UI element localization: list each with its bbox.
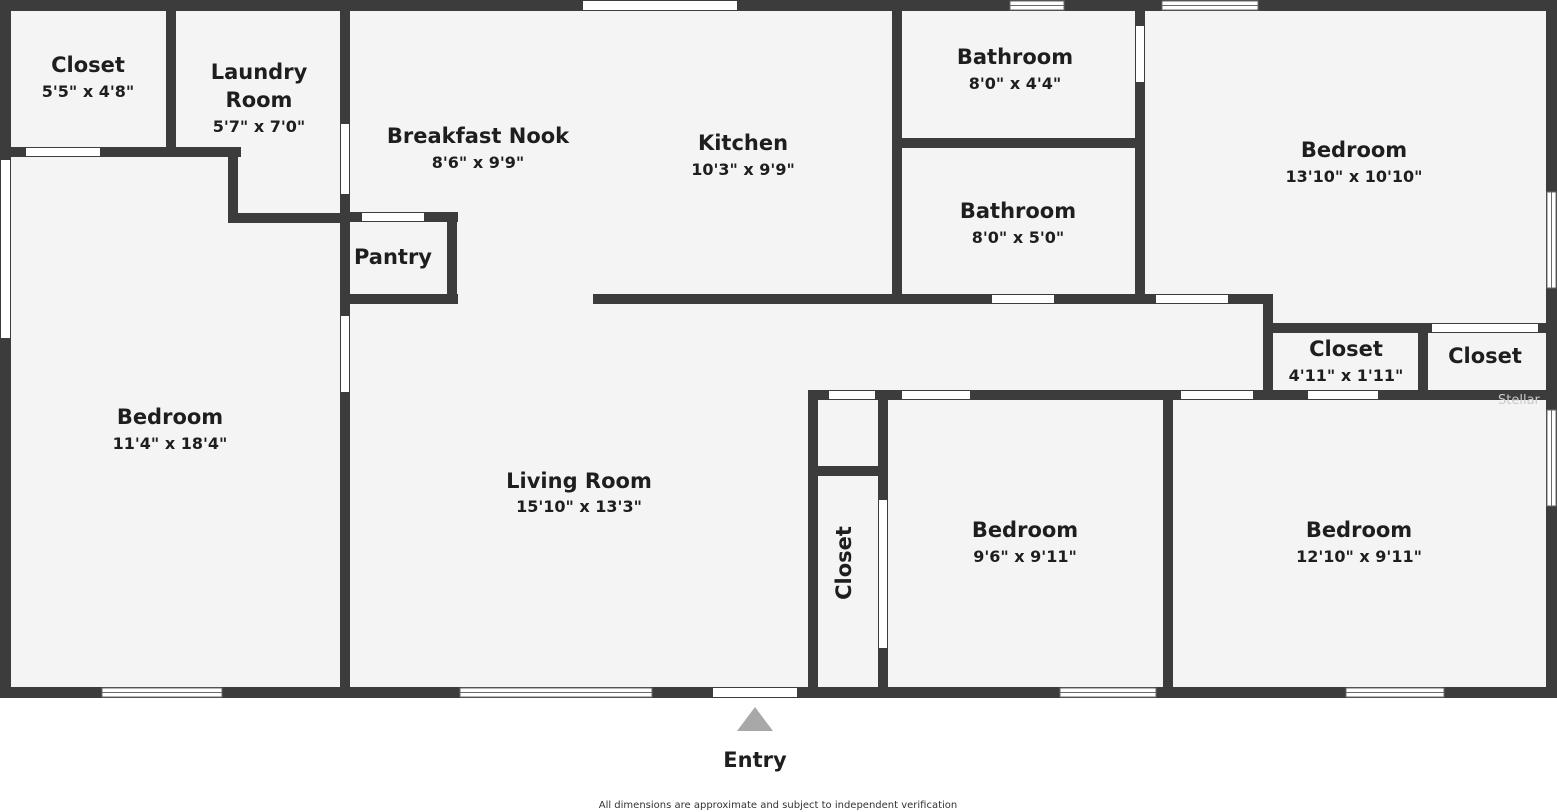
bathroom-lower-name: Bathroom xyxy=(960,199,1076,223)
wall-closet-laundry xyxy=(166,5,176,157)
wall-bath-bedroom xyxy=(1135,5,1145,304)
laundry-name-line1: Laundry xyxy=(211,60,308,84)
closet-top-left-name: Closet xyxy=(51,53,125,77)
wall-vert-closet-shelf xyxy=(808,466,888,476)
laundry-name-line2: Room xyxy=(226,88,293,112)
wall-bedrooms-divider xyxy=(1163,390,1173,693)
pantry-name: Pantry xyxy=(354,245,432,269)
door-opening xyxy=(583,1,737,10)
door-opening xyxy=(1,160,10,338)
closet-middle-name: Closet xyxy=(1309,337,1383,361)
bedroom-top-right-dims: 13'10" x 10'10" xyxy=(1286,167,1423,186)
door-opening xyxy=(341,124,349,194)
door-opening xyxy=(1432,324,1538,332)
door-opening xyxy=(341,316,349,392)
entry-door-opening xyxy=(713,688,797,697)
watermark: Stellar xyxy=(1498,393,1541,408)
exterior-wall-left xyxy=(0,0,11,698)
door-opening xyxy=(1136,26,1144,82)
floor-area xyxy=(5,5,1552,693)
exterior-wall-right xyxy=(1546,0,1557,698)
bedroom-top-right-name: Bedroom xyxy=(1301,138,1407,162)
door-opening xyxy=(1308,391,1378,399)
kitchen-dims: 10'3" x 9'9" xyxy=(691,160,795,179)
door-opening xyxy=(879,500,887,648)
breakfast-nook-name: Breakfast Nook xyxy=(387,124,570,148)
closet-top-left-dims: 5'5" x 4'8" xyxy=(42,82,134,101)
wall-closet-bottom xyxy=(5,147,241,157)
bedroom-middle-name: Bedroom xyxy=(972,518,1078,542)
bedroom-bottom-right-dims: 12'10" x 9'11" xyxy=(1296,547,1422,566)
wall-pantry-right xyxy=(447,212,457,304)
wall-pantry-bottom xyxy=(340,294,458,304)
living-room-name: Living Room xyxy=(506,469,652,493)
bathroom-top-dims: 8'0" x 4'4" xyxy=(969,74,1061,93)
wall-bath-divider xyxy=(892,138,1145,148)
exterior-wall-top xyxy=(0,0,1557,11)
bedroom-middle-dims: 9'6" x 9'11" xyxy=(973,547,1077,566)
room-labels: Closet 5'5" x 4'8" Laundry Room 5'7" x 7… xyxy=(42,45,1522,600)
living-room-dims: 15'10" x 13'3" xyxy=(516,497,642,516)
door-opening xyxy=(829,391,875,399)
breakfast-nook-dims: 8'6" x 9'9" xyxy=(432,153,524,172)
wall-lower-bedrooms-top xyxy=(808,390,1552,400)
kitchen-name: Kitchen xyxy=(698,131,788,155)
door-opening xyxy=(1156,295,1228,303)
closet-vertical-name: Closet xyxy=(832,526,856,600)
wall-vert-closet-left xyxy=(808,390,818,693)
bedroom-left-name: Bedroom xyxy=(117,405,223,429)
closet-middle-dims: 4'11" x 1'11" xyxy=(1289,366,1404,385)
door-opening xyxy=(992,295,1054,303)
wall-kitchen-counter xyxy=(593,294,1273,304)
door-openings xyxy=(1,1,1538,697)
closet-right-name: Closet xyxy=(1448,344,1522,368)
entry-label: Entry xyxy=(723,748,787,772)
bedroom-bottom-right-name: Bedroom xyxy=(1306,518,1412,542)
window-panes xyxy=(102,5,1552,693)
wall-laundry-step xyxy=(228,147,238,223)
entry-arrow-icon xyxy=(737,707,773,731)
bedroom-left-dims: 11'4" x 18'4" xyxy=(113,434,228,453)
door-opening xyxy=(1181,391,1253,399)
wall-closets-left xyxy=(1263,294,1273,400)
wall-kitchen-bath xyxy=(892,5,902,304)
bathroom-lower-dims: 8'0" x 5'0" xyxy=(972,228,1064,247)
wall-closets-divider xyxy=(1418,323,1428,400)
door-opening xyxy=(902,391,970,399)
door-opening xyxy=(26,148,100,156)
wall-laundry-bottom xyxy=(228,213,349,223)
door-opening xyxy=(362,213,424,221)
bathroom-top-name: Bathroom xyxy=(957,45,1073,69)
disclaimer-text: All dimensions are approximate and subje… xyxy=(599,800,958,811)
laundry-dims: 5'7" x 7'0" xyxy=(213,117,305,136)
wall-closets-top xyxy=(1263,323,1552,333)
